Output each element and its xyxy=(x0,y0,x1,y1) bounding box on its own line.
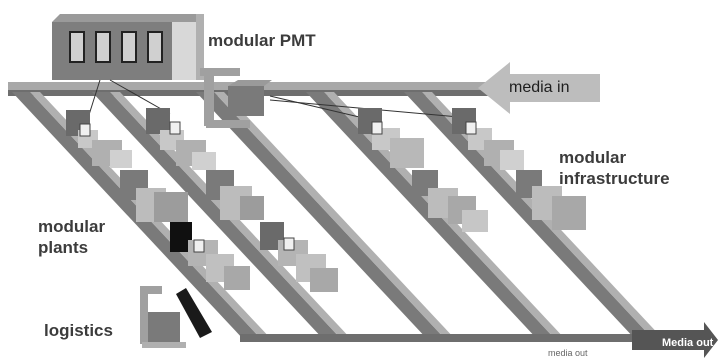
media-in-label: media in xyxy=(509,79,570,96)
media-header-rail xyxy=(8,82,600,96)
transfer-carriage xyxy=(200,68,272,128)
modular-plants-line1: modular xyxy=(38,217,106,236)
modular-plants-label: modular plants xyxy=(38,216,105,258)
modular-infrastructure-line1: modular xyxy=(559,148,627,167)
plant-modules xyxy=(66,108,586,292)
modular-pmt-label: modular PMT xyxy=(208,31,316,50)
media-out-caption: media out xyxy=(548,348,588,358)
logistics-vehicle xyxy=(140,286,212,348)
media-out-label: Media out xyxy=(662,337,714,349)
media-out-rail xyxy=(240,334,640,342)
highlighted-module xyxy=(170,222,192,252)
tank-icons xyxy=(79,121,477,253)
modular-infrastructure-line2: infrastructure xyxy=(559,169,670,188)
logistics-label: logistics xyxy=(44,321,113,340)
control-lines xyxy=(87,79,471,121)
media-out-arrow xyxy=(632,322,718,358)
media-in-arrow xyxy=(478,62,600,114)
modular-infrastructure-label: modular infrastructure xyxy=(559,147,670,189)
modular-plants-line2: plants xyxy=(38,238,89,257)
pmt-cabinet xyxy=(52,14,204,80)
